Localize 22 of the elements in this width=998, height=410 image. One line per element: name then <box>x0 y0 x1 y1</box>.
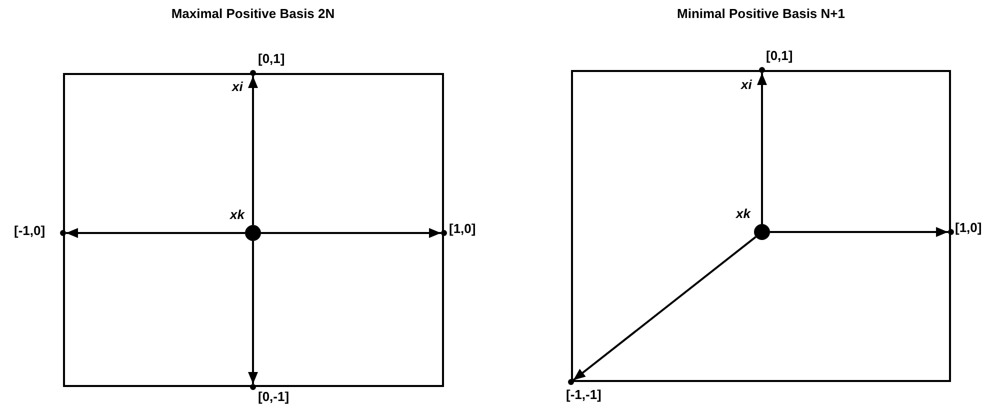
plot-frame <box>63 73 444 387</box>
coordinate-label: [-1,0] <box>14 224 46 237</box>
arrow <box>248 241 258 384</box>
coordinate-label: [1,0] <box>955 221 982 234</box>
point-label: xk <box>230 208 244 221</box>
arrow <box>248 76 258 225</box>
arrow <box>757 73 767 224</box>
coordinate-label: [0,-1] <box>258 390 290 403</box>
edge-label: xi <box>741 78 752 91</box>
coordinate-label: [1,0] <box>449 222 476 235</box>
coordinate-label: [0,1] <box>766 49 793 62</box>
arrow <box>66 228 245 238</box>
coordinate-label: [0,1] <box>258 52 285 65</box>
arrow <box>770 227 948 237</box>
edge-label: xi <box>232 80 243 93</box>
panel-title: Maximal Positive Basis 2N <box>170 7 336 20</box>
arrow <box>261 228 441 238</box>
point-label: xk <box>736 207 750 220</box>
panel-title: Minimal Positive Basis N+1 <box>676 7 846 20</box>
coordinate-label: [-1,-1] <box>566 388 602 401</box>
plot-frame <box>571 70 951 382</box>
arrow <box>572 236 756 381</box>
